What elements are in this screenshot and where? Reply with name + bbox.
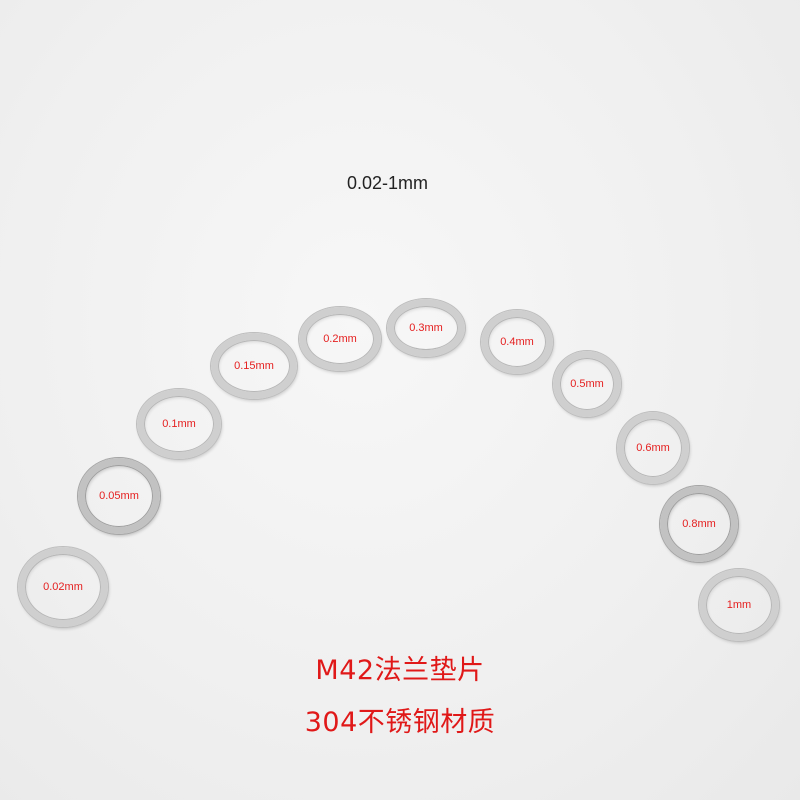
- caption-product-name: M42法兰垫片: [315, 655, 485, 686]
- shim-label: 0.1mm: [162, 418, 196, 430]
- shim-label: 0.5mm: [570, 378, 604, 390]
- shim-ring-0-1mm: 0.1mm: [137, 389, 221, 459]
- thickness-range-label: 0.02-1mm: [347, 173, 429, 193]
- shim-ring-0-5mm: 0.5mm: [553, 351, 621, 417]
- shim-label: 0.4mm: [500, 336, 534, 348]
- shim-label: 0.6mm: [636, 442, 670, 454]
- shim-ring-0-3mm: 0.3mm: [387, 299, 465, 357]
- shim-ring-0-4mm: 0.4mm: [481, 310, 553, 374]
- shim-ring-0-2mm: 0.2mm: [299, 307, 381, 371]
- shim-ring-0-8mm: 0.8mm: [660, 486, 738, 562]
- shim-ring-0-02mm: 0.02mm: [18, 547, 108, 627]
- shim-label: 0.8mm: [682, 518, 716, 530]
- shim-label: 0.02mm: [43, 581, 83, 593]
- shim-label: 1mm: [726, 599, 752, 611]
- shim-label: 0.2mm: [323, 333, 357, 345]
- shim-label: 0.3mm: [409, 322, 443, 334]
- shim-label: 0.05mm: [99, 490, 139, 502]
- shim-ring-0-05mm: 0.05mm: [78, 458, 160, 534]
- shim-label: 0.15mm: [234, 360, 274, 372]
- caption-material: 304不锈钢材质: [304, 707, 496, 738]
- shim-ring-1mm: 1mm: [699, 569, 779, 641]
- shim-ring-0-6mm: 0.6mm: [617, 412, 689, 484]
- shim-ring-0-15mm: 0.15mm: [211, 333, 297, 399]
